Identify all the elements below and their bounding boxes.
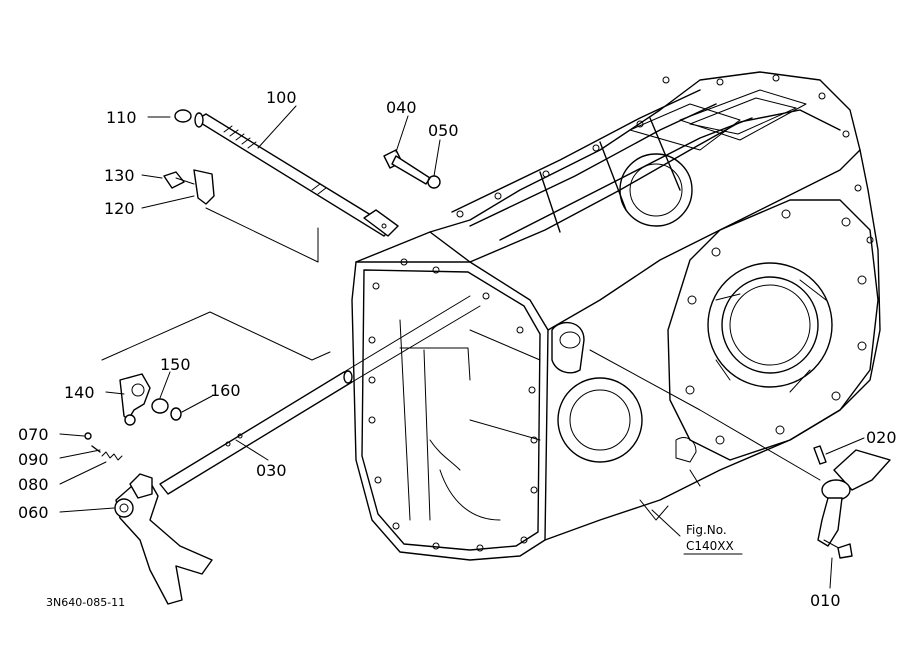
fig-no-label: Fig.No. [686,523,727,537]
label-020: 020 [866,428,897,447]
label-110: 110 [106,108,137,127]
label-060: 060 [18,503,49,522]
spring-080 [101,451,123,461]
shift-fork-060 [114,473,213,605]
washer-050 [427,175,441,189]
label-010: 010 [810,591,841,610]
label-050: 050 [428,121,459,140]
label-080: 080 [18,475,49,494]
label-120: 120 [104,199,135,218]
bolt-130 [163,171,195,189]
o-ring-160 [170,407,182,421]
label-130: 130 [104,166,135,185]
ring-150 [151,398,169,414]
label-090: 090 [18,450,49,469]
label-030: 030 [256,461,287,480]
lever-010 [817,449,891,559]
rod-030 [159,295,481,495]
leader-lines [59,105,865,589]
fig-code: C140XX [686,539,734,553]
o-ring-110 [174,109,192,123]
pin-020 [813,445,827,465]
bracket-120 [193,169,215,205]
label-070: 070 [18,425,49,444]
pin-090 [91,445,101,453]
ball-070 [84,432,92,440]
bolt-040 [383,149,431,185]
shaft-100 [194,112,399,237]
label-100: 100 [266,88,297,107]
label-040: 040 [386,98,417,117]
label-160: 160 [210,381,241,400]
arm-140 [119,373,151,426]
label-140: 140 [64,383,95,402]
transmission-case [351,71,881,561]
label-150: 150 [160,355,191,374]
drawing-id: 3N640-085-11 [46,596,125,609]
